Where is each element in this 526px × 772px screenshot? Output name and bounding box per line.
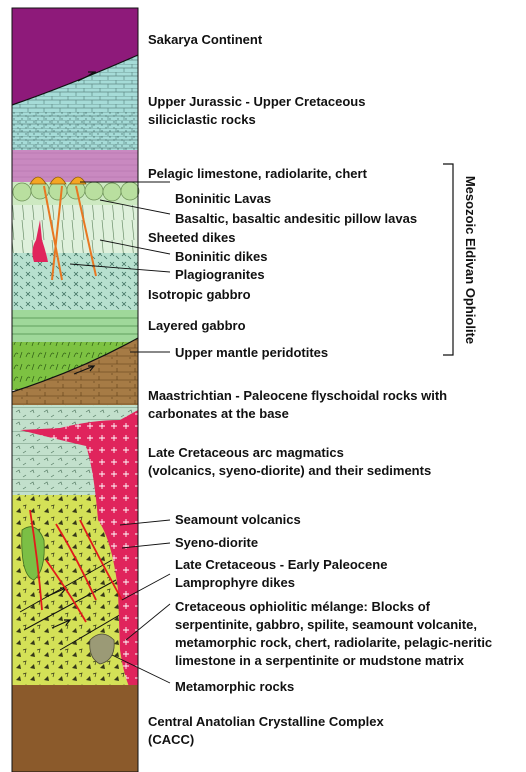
label-arc-line-1: Late Cretaceous arc magmatics bbox=[148, 445, 344, 460]
label-metamorphic-rocks: Metamorphic rocks bbox=[175, 679, 294, 694]
unit-pelagic-limestone bbox=[12, 150, 138, 182]
label-isotropic-gabbro: Isotropic gabbro bbox=[148, 287, 251, 302]
unit-layered-gabbro bbox=[12, 310, 138, 342]
unit-sheeted-dikes bbox=[12, 205, 138, 253]
label-lamprophyre-line-2: Lamprophyre dikes bbox=[175, 575, 295, 590]
ophiolite-bracket bbox=[443, 164, 453, 355]
label-mesozoic-eldivan-ophiolite: Mesozoic Eldivan Ophiolite bbox=[463, 176, 478, 344]
label-melange-line-1: Cretaceous ophiolitic mélange: Blocks of bbox=[175, 599, 431, 614]
label-basaltic-pillow-lavas: Basaltic, basaltic andesitic pillow lava… bbox=[175, 211, 417, 226]
label-sakarya-continent: Sakarya Continent bbox=[148, 32, 263, 47]
label-maastrichtian-line-2: carbonates at the base bbox=[148, 406, 289, 421]
label-upper-mantle-peridotites: Upper mantle peridotites bbox=[175, 345, 328, 360]
label-jurassic-line-1: Upper Jurassic - Upper Cretaceous bbox=[148, 94, 365, 109]
label-layered-gabbro: Layered gabbro bbox=[148, 318, 246, 333]
label-cacc-line-1: Central Anatolian Crystalline Complex bbox=[148, 714, 385, 729]
label-sheeted-dikes: Sheeted dikes bbox=[148, 230, 235, 245]
label-melange-line-2: serpentinite, gabbro, spilite, seamount … bbox=[175, 617, 477, 632]
label-jurassic-line-2: siliciclastic rocks bbox=[148, 112, 256, 127]
label-pelagic-limestone: Pelagic limestone, radiolarite, chert bbox=[148, 166, 368, 181]
label-boninitic-dikes: Boninitic dikes bbox=[175, 249, 267, 264]
label-cacc-line-2: (CACC) bbox=[148, 732, 194, 747]
label-lamprophyre-line-1: Late Cretaceous - Early Paleocene bbox=[175, 557, 387, 572]
label-arc-line-2: (volcanics, syeno-diorite) and their sed… bbox=[148, 463, 431, 478]
unit-cacc bbox=[12, 685, 138, 772]
label-boninitic-lavas: Boninitic Lavas bbox=[175, 191, 271, 206]
boninitic-lava-domes bbox=[30, 177, 86, 184]
label-plagiogranites: Plagiogranites bbox=[175, 267, 265, 282]
label-maastrichtian-line-1: Maastrichtian - Paleocene flyschoidal ro… bbox=[148, 388, 447, 403]
label-melange-line-3: metamorphic rock, chert, radiolarite, pe… bbox=[175, 635, 492, 650]
label-melange-line-4: limestone in a serpentinite or mudstone … bbox=[175, 653, 465, 668]
label-seamount-volcanics: Seamount volcanics bbox=[175, 512, 301, 527]
unit-isotropic-gabbro bbox=[12, 253, 138, 310]
label-syeno-diorite: Syeno-diorite bbox=[175, 535, 258, 550]
